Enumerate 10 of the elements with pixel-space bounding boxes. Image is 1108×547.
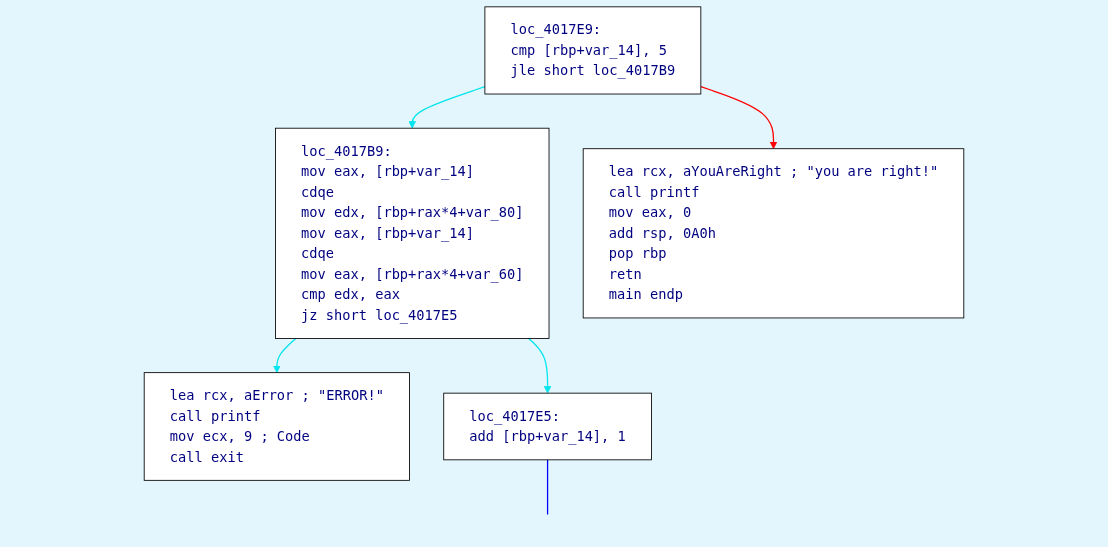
arrow	[528, 337, 552, 394]
node-box: loc_4017E9: cmp [rbp+var_14], 5 jle short loc_4017B9	[484, 6, 702, 95]
node-box: lea rcx, aYouAreRight ; "you are right!" call printf mov eax, 0 add rsp, 0A0h pop rbp retn main endp	[582, 148, 965, 319]
node-box: loc_4017B9: mov eax, [rbp+var_14] cdqe mov edx, [rbp+rax*4+var_80] mov eax, [rbp+var_14] cdqe mov eax, [rbp+rax*4+var_60] cmp edx, eax jz short loc_4017E5	[275, 127, 550, 339]
node-box: lea rcx, aError ; "ERROR!" call printf mov ecx, 9 ; Code call exit	[143, 372, 410, 481]
arrow	[700, 86, 778, 150]
node-box: loc_4017E5: add [rbp+var_14], 1	[443, 392, 652, 461]
arrow	[273, 337, 297, 373]
connector	[546, 459, 549, 516]
arrow	[408, 86, 486, 129]
